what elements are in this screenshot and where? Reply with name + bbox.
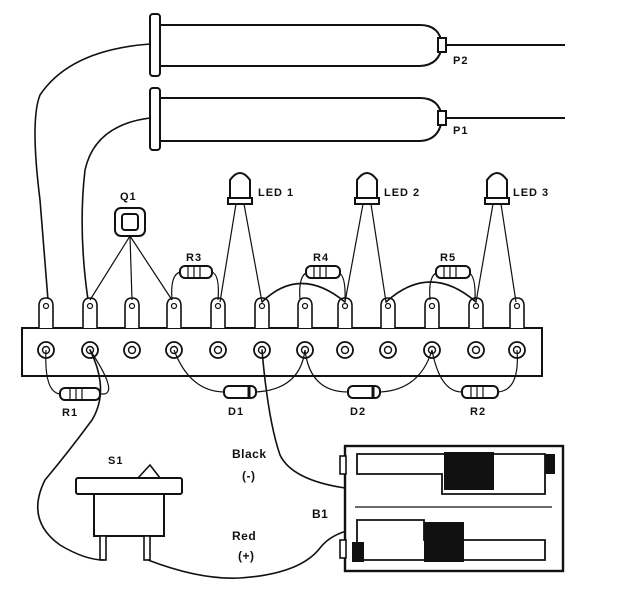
switch-s1 bbox=[75, 463, 183, 561]
q1-label: Q1 bbox=[120, 191, 137, 203]
d2-label: D2 bbox=[350, 406, 366, 418]
resistor-r5 bbox=[429, 265, 476, 301]
terminal-tab-hole bbox=[214, 302, 222, 310]
terminal-tabs bbox=[38, 297, 525, 328]
s1-label: S1 bbox=[108, 455, 123, 467]
terminal-tab bbox=[82, 297, 98, 328]
terminal-tab-hole bbox=[341, 302, 349, 310]
terminal-tab bbox=[380, 297, 396, 328]
probe-p1 bbox=[149, 87, 565, 151]
terminal-tab bbox=[210, 297, 226, 328]
switch-wire-1 bbox=[36, 349, 105, 561]
led-3 bbox=[475, 172, 517, 303]
r2-label: R2 bbox=[470, 406, 486, 418]
diode-d2 bbox=[304, 349, 433, 399]
terminal-screw bbox=[467, 341, 485, 359]
resistor-r2 bbox=[431, 349, 518, 399]
led3-label: LED 3 bbox=[513, 187, 549, 199]
r1-label: R1 bbox=[62, 407, 78, 419]
red-wire bbox=[147, 529, 351, 579]
terminal-tab bbox=[509, 297, 525, 328]
terminal-strip bbox=[21, 327, 543, 377]
terminal-screw bbox=[336, 341, 354, 359]
terminal-tab-hole bbox=[128, 302, 136, 310]
resistor-r4 bbox=[299, 265, 346, 301]
battery-holder-b1 bbox=[339, 444, 565, 573]
terminal-tab bbox=[297, 297, 313, 328]
terminal-screw bbox=[123, 341, 141, 359]
black-wire bbox=[261, 349, 346, 489]
probe-p2 bbox=[149, 13, 565, 77]
r3-label: R3 bbox=[186, 252, 202, 264]
b1-label: B1 bbox=[312, 507, 328, 521]
terminal-tab-hole bbox=[301, 302, 309, 310]
d1-label: D1 bbox=[228, 406, 244, 418]
terminal-tab bbox=[166, 297, 182, 328]
terminal-tab-hole bbox=[86, 302, 94, 310]
terminal-tab-hole bbox=[258, 302, 266, 310]
terminal-tab-hole bbox=[170, 302, 178, 310]
probe-p1-wire bbox=[81, 117, 151, 301]
terminal-tab bbox=[468, 297, 484, 328]
transistor-q1 bbox=[89, 207, 173, 301]
p1-label: P1 bbox=[453, 125, 468, 137]
terminal-tab bbox=[424, 297, 440, 328]
r5-label: R5 bbox=[440, 252, 456, 264]
led-2 bbox=[344, 172, 387, 303]
terminal-tab-hole bbox=[42, 302, 50, 310]
diode-d1 bbox=[173, 349, 306, 399]
terminal-tab-hole bbox=[384, 302, 392, 310]
probe-p2-wire bbox=[34, 43, 151, 301]
led2-label: LED 2 bbox=[384, 187, 420, 199]
terminal-screw bbox=[379, 341, 397, 359]
terminal-tab-hole bbox=[472, 302, 480, 310]
p2-label: P2 bbox=[453, 55, 468, 67]
jumper-arc-1 bbox=[261, 282, 346, 303]
minus-label: (-) bbox=[242, 469, 256, 483]
plus-label: (+) bbox=[238, 549, 255, 563]
jumper-arc-2 bbox=[385, 281, 477, 303]
led1-label: LED 1 bbox=[258, 187, 294, 199]
terminal-tab bbox=[38, 297, 54, 328]
led-1 bbox=[219, 172, 263, 303]
terminal-tab bbox=[124, 297, 140, 328]
terminal-tab-hole bbox=[428, 302, 436, 310]
terminal-screw bbox=[209, 341, 227, 359]
terminal-tab bbox=[254, 297, 270, 328]
terminal-tab-hole bbox=[513, 302, 521, 310]
black-label: Black bbox=[232, 447, 267, 461]
red-label: Red bbox=[232, 529, 256, 543]
r4-label: R4 bbox=[313, 252, 329, 264]
resistor-r3 bbox=[171, 265, 219, 301]
